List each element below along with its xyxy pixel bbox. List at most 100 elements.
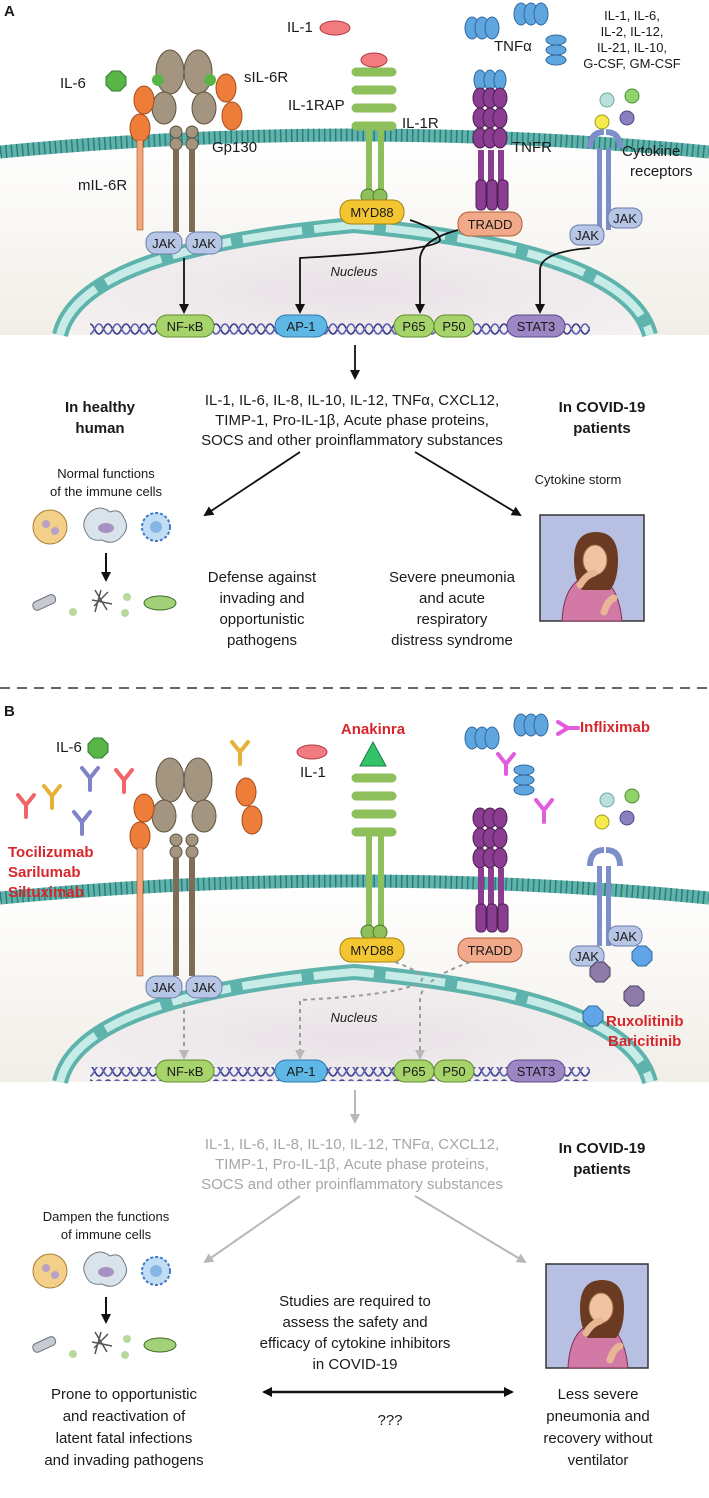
dampen-text: Dampen the functions — [43, 1209, 170, 1224]
svg-text:STAT3: STAT3 — [517, 319, 556, 334]
products-line: TIMP-1, Pro-IL-1β, Acute phase proteins, — [215, 412, 489, 429]
baricitinib-label: Baricitinib — [608, 1033, 681, 1050]
il6-receptor-complex-b: IL-6 Tocilizumab Sarilumab Siltuximab — [8, 737, 263, 999]
panel-b: B Nucleus IL-6 Tocilizumab Sarilumab Sil… — [0, 703, 709, 1469]
jak-inhibitor-icon — [631, 945, 653, 967]
svg-text:P65: P65 — [402, 1064, 425, 1079]
sil6r-label: sIL-6R — [244, 69, 288, 86]
signal-arrows-b — [179, 961, 471, 1060]
cytokine-icon — [624, 788, 640, 804]
svg-text:IL-21, IL-10,: IL-21, IL-10, — [597, 40, 667, 55]
svg-text:NF-κB: NF-κB — [167, 1064, 204, 1079]
cytokine-icon — [619, 810, 635, 826]
svg-text:JAK: JAK — [192, 236, 216, 251]
il1-receptor-complex-a: IL-1 IL-1RAP IL-1R MYD88 — [287, 19, 439, 225]
svg-text:P50: P50 — [442, 1064, 465, 1079]
svg-text:pathogens: pathogens — [227, 632, 297, 649]
covid-heading-a: In COVID-19 — [559, 399, 646, 416]
panel-b-letter: B — [4, 703, 15, 720]
svg-text:ventilator: ventilator — [568, 1452, 629, 1469]
ap1-box — [274, 314, 328, 338]
infliximab-label: Infliximab — [580, 719, 650, 736]
less-severe-text: Less severe — [558, 1386, 639, 1403]
svg-text:MYD88: MYD88 — [350, 205, 393, 220]
il6-ligand-icon — [105, 70, 127, 92]
svg-text:recovery without: recovery without — [543, 1430, 653, 1447]
nfkb-box — [155, 314, 215, 338]
il6-label: IL-6 — [60, 75, 86, 92]
svg-text:Normal functions: Normal functions — [57, 466, 155, 481]
coughing-patient-picture-b — [545, 1263, 649, 1369]
svg-text:G-CSF, GM-CSF: G-CSF, GM-CSF — [583, 56, 681, 71]
svg-text:and reactivation of: and reactivation of — [63, 1408, 186, 1425]
immune-cells-b — [32, 1251, 171, 1289]
svg-text:MYD88: MYD88 — [350, 943, 393, 958]
pathogens-b — [32, 1331, 177, 1359]
svg-text:of immune cells: of immune cells — [61, 1227, 152, 1242]
svg-text:and acute: and acute — [419, 590, 485, 607]
anakinra-label: Anakinra — [341, 721, 406, 738]
tocilizumab-label: Tocilizumab — [8, 844, 94, 861]
il1-label: IL-1 — [287, 19, 313, 36]
svg-text:assess the safety and: assess the safety and — [282, 1314, 427, 1331]
svg-text:NF-κB: NF-κB — [167, 319, 204, 334]
tnfr-label: TNFR — [512, 139, 552, 156]
studies-text: Studies are required to — [279, 1293, 431, 1310]
svg-text:opportunistic: opportunistic — [219, 611, 305, 628]
svg-text:JAK: JAK — [575, 949, 599, 964]
cytokine-receptor-complex-a: IL-1, IL-6, IL-2, IL-12, IL-21, IL-10, G… — [569, 8, 693, 246]
svg-text:JAK: JAK — [152, 980, 176, 995]
defense-text: Defense against — [208, 569, 317, 586]
covid-heading-b: In COVID-19 — [559, 1140, 646, 1157]
svg-text:distress syndrome: distress syndrome — [391, 632, 513, 649]
jak-box — [607, 925, 643, 947]
cytokine-receptor-complex-b: JAK JAK Ruxolitinib Baricitinib — [569, 788, 684, 1050]
jak-inhibitor-icon — [623, 985, 645, 1007]
mil6r-label: mIL-6R — [78, 177, 127, 194]
jak-box — [569, 224, 605, 246]
cytokine-icon — [594, 114, 610, 130]
jak-box — [185, 231, 223, 255]
products-line-b: TIMP-1, Pro-IL-1β, Acute phase proteins, — [215, 1156, 489, 1173]
svg-text:pneumonia and: pneumonia and — [546, 1408, 649, 1425]
products-line: SOCS and other proinflammatory substance… — [201, 432, 503, 449]
immune-cells-a — [32, 507, 171, 545]
il1r-label: IL-1R — [402, 115, 439, 132]
coughing-patient-picture-a — [539, 514, 645, 622]
question-marks: ??? — [377, 1412, 402, 1429]
svg-text:P50: P50 — [442, 319, 465, 334]
transcription-factors-a: NF-κB AP-1 P65 P50 STAT3 — [155, 314, 566, 338]
tnf-receptor-complex-b: Infliximab TRADD — [457, 713, 650, 963]
svg-text:TRADD: TRADD — [468, 943, 513, 958]
svg-text:IL-2, IL-12,: IL-2, IL-12, — [601, 24, 664, 39]
il6-label-b: IL-6 — [56, 739, 82, 756]
svg-text:invading and: invading and — [219, 590, 304, 607]
p50-box — [433, 314, 475, 338]
anakinra-icon — [359, 740, 387, 767]
svg-text:receptors: receptors — [630, 163, 693, 180]
nucleus-label-a: Nucleus — [331, 264, 378, 279]
il1-ligand-icon — [296, 744, 328, 760]
svg-text:STAT3: STAT3 — [517, 1064, 556, 1079]
svg-text:in COVID-19: in COVID-19 — [312, 1356, 397, 1373]
svg-text:efficacy of cytokine inhibitor: efficacy of cytokine inhibitors — [260, 1335, 451, 1352]
myd88-box — [339, 937, 405, 963]
tnfa-label: TNFα — [494, 38, 532, 55]
svg-text:patients: patients — [573, 420, 631, 437]
svg-text:of the immune cells: of the immune cells — [50, 484, 162, 499]
severe-text: Severe pneumonia — [389, 569, 516, 586]
svg-text:IL-1, IL-6,: IL-1, IL-6, — [604, 8, 660, 23]
myd88-box — [339, 199, 405, 225]
cytokine-icon — [599, 92, 615, 108]
stat3-box — [506, 1059, 566, 1083]
transcription-factors-b: NF-κB AP-1 P65 P50 STAT3 — [155, 1059, 566, 1083]
products-line-b: IL-1, IL-6, IL-8, IL-10, IL-12, TNFα, CX… — [205, 1136, 499, 1153]
jak-box — [185, 975, 223, 999]
jak-inhibitor-icon — [589, 961, 611, 983]
svg-text:patients: patients — [573, 1161, 631, 1178]
svg-text:JAK: JAK — [575, 228, 599, 243]
svg-text:P65: P65 — [402, 319, 425, 334]
cytokine-icon — [624, 88, 640, 104]
svg-text:TRADD: TRADD — [468, 217, 513, 232]
